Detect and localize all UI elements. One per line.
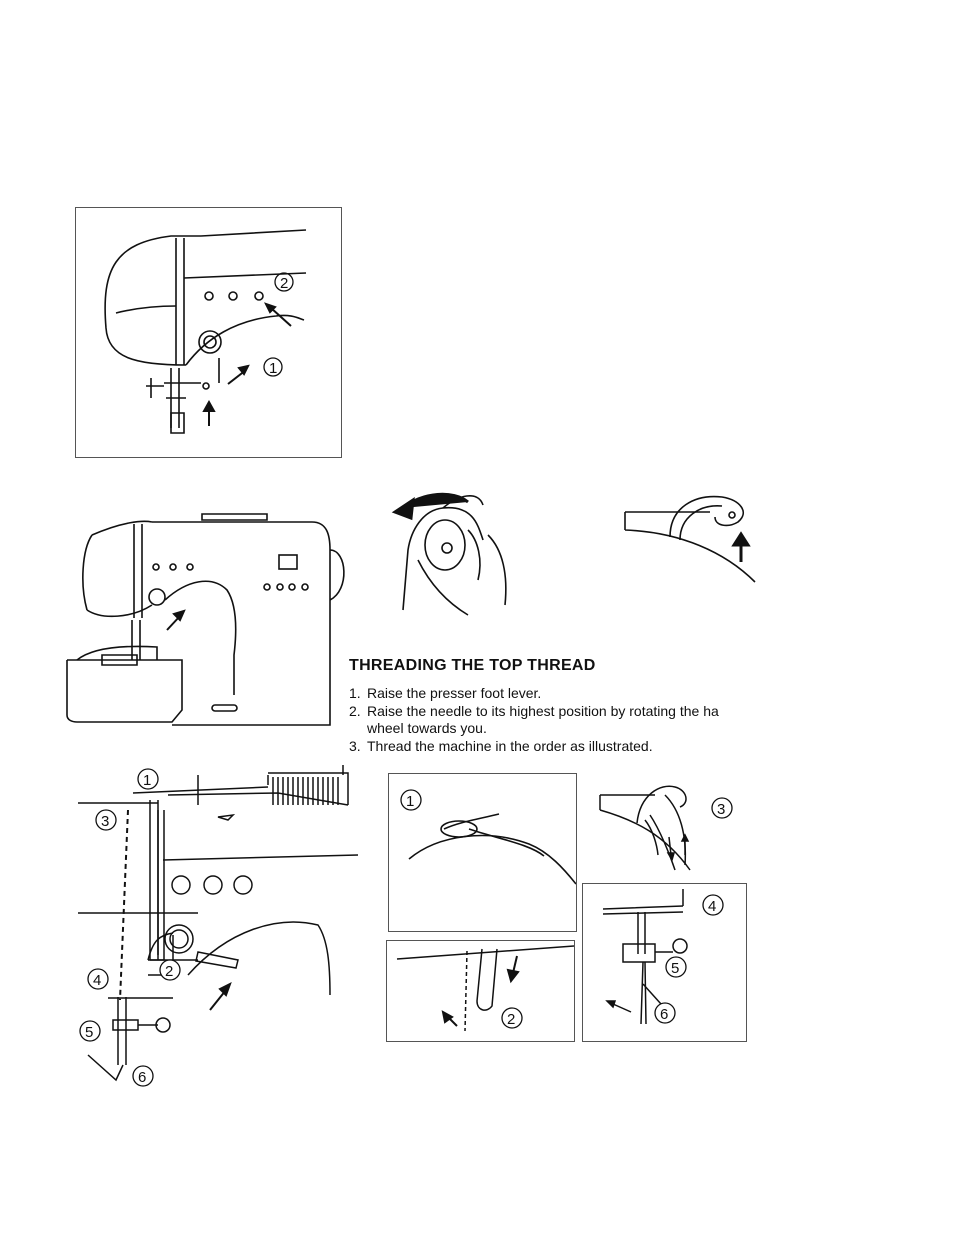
callout-6: 6 bbox=[660, 1006, 668, 1023]
step-text: Raise the presser foot lever. bbox=[367, 685, 787, 703]
callout-1: 1 bbox=[269, 360, 277, 377]
step-2: 2. Raise the needle to its highest posit… bbox=[349, 703, 789, 721]
step-2-continued: wheel towards you. bbox=[349, 720, 789, 738]
section-heading: THREADING THE TOP THREAD bbox=[349, 657, 596, 675]
thread-guide-icon bbox=[610, 482, 780, 592]
step-text: Thread the machine in the order as illus… bbox=[367, 738, 787, 756]
take-up-lever-icon: 3 bbox=[595, 775, 735, 875]
step-3: 3. Thread the machine in the order as il… bbox=[349, 738, 789, 756]
figure-threading-path: 1 3 2 4 5 6 bbox=[78, 765, 360, 1090]
sewing-machine-head-icon: 1 2 bbox=[76, 208, 341, 457]
handwheel-hand-icon bbox=[383, 480, 518, 620]
step-number: 3. bbox=[349, 738, 367, 756]
callout-1: 1 bbox=[406, 793, 414, 810]
thread-guide-slot-icon: 2 bbox=[387, 941, 574, 1041]
callout-2: 2 bbox=[507, 1011, 515, 1028]
callout-2: 2 bbox=[165, 963, 173, 980]
callout-3: 3 bbox=[717, 801, 725, 818]
needle-threading-icon: 4 5 6 bbox=[583, 884, 746, 1041]
figure-detail-steps-4-6: 4 5 6 bbox=[582, 883, 747, 1042]
callout-1: 1 bbox=[143, 772, 151, 789]
figure-handwheel bbox=[383, 480, 518, 620]
figure-machine-head: 1 2 bbox=[75, 207, 342, 458]
step-number: 1. bbox=[349, 685, 367, 703]
sewing-machine-icon bbox=[62, 510, 354, 750]
callout-2: 2 bbox=[280, 275, 288, 292]
threading-steps: 1. Raise the presser foot lever. 2. Rais… bbox=[349, 685, 789, 755]
figure-detail-step-1: 1 bbox=[388, 773, 577, 932]
threading-path-icon: 1 3 2 4 5 6 bbox=[78, 765, 360, 1090]
figure-detail-step-3: 3 bbox=[595, 775, 735, 875]
callout-6: 6 bbox=[138, 1069, 146, 1086]
thread-spool-pin-icon: 1 bbox=[389, 774, 576, 931]
step-text: Raise the needle to its highest position… bbox=[367, 703, 787, 721]
callout-4: 4 bbox=[708, 898, 716, 915]
callout-5: 5 bbox=[85, 1024, 93, 1041]
figure-detail-step-2: 2 bbox=[386, 940, 575, 1042]
callout-4: 4 bbox=[93, 972, 101, 989]
step-1: 1. Raise the presser foot lever. bbox=[349, 685, 789, 703]
callout-3: 3 bbox=[101, 813, 109, 830]
step-number: 2. bbox=[349, 703, 367, 721]
figure-full-machine bbox=[62, 510, 354, 750]
figure-thread-guide bbox=[610, 482, 780, 592]
callout-5: 5 bbox=[671, 960, 679, 977]
